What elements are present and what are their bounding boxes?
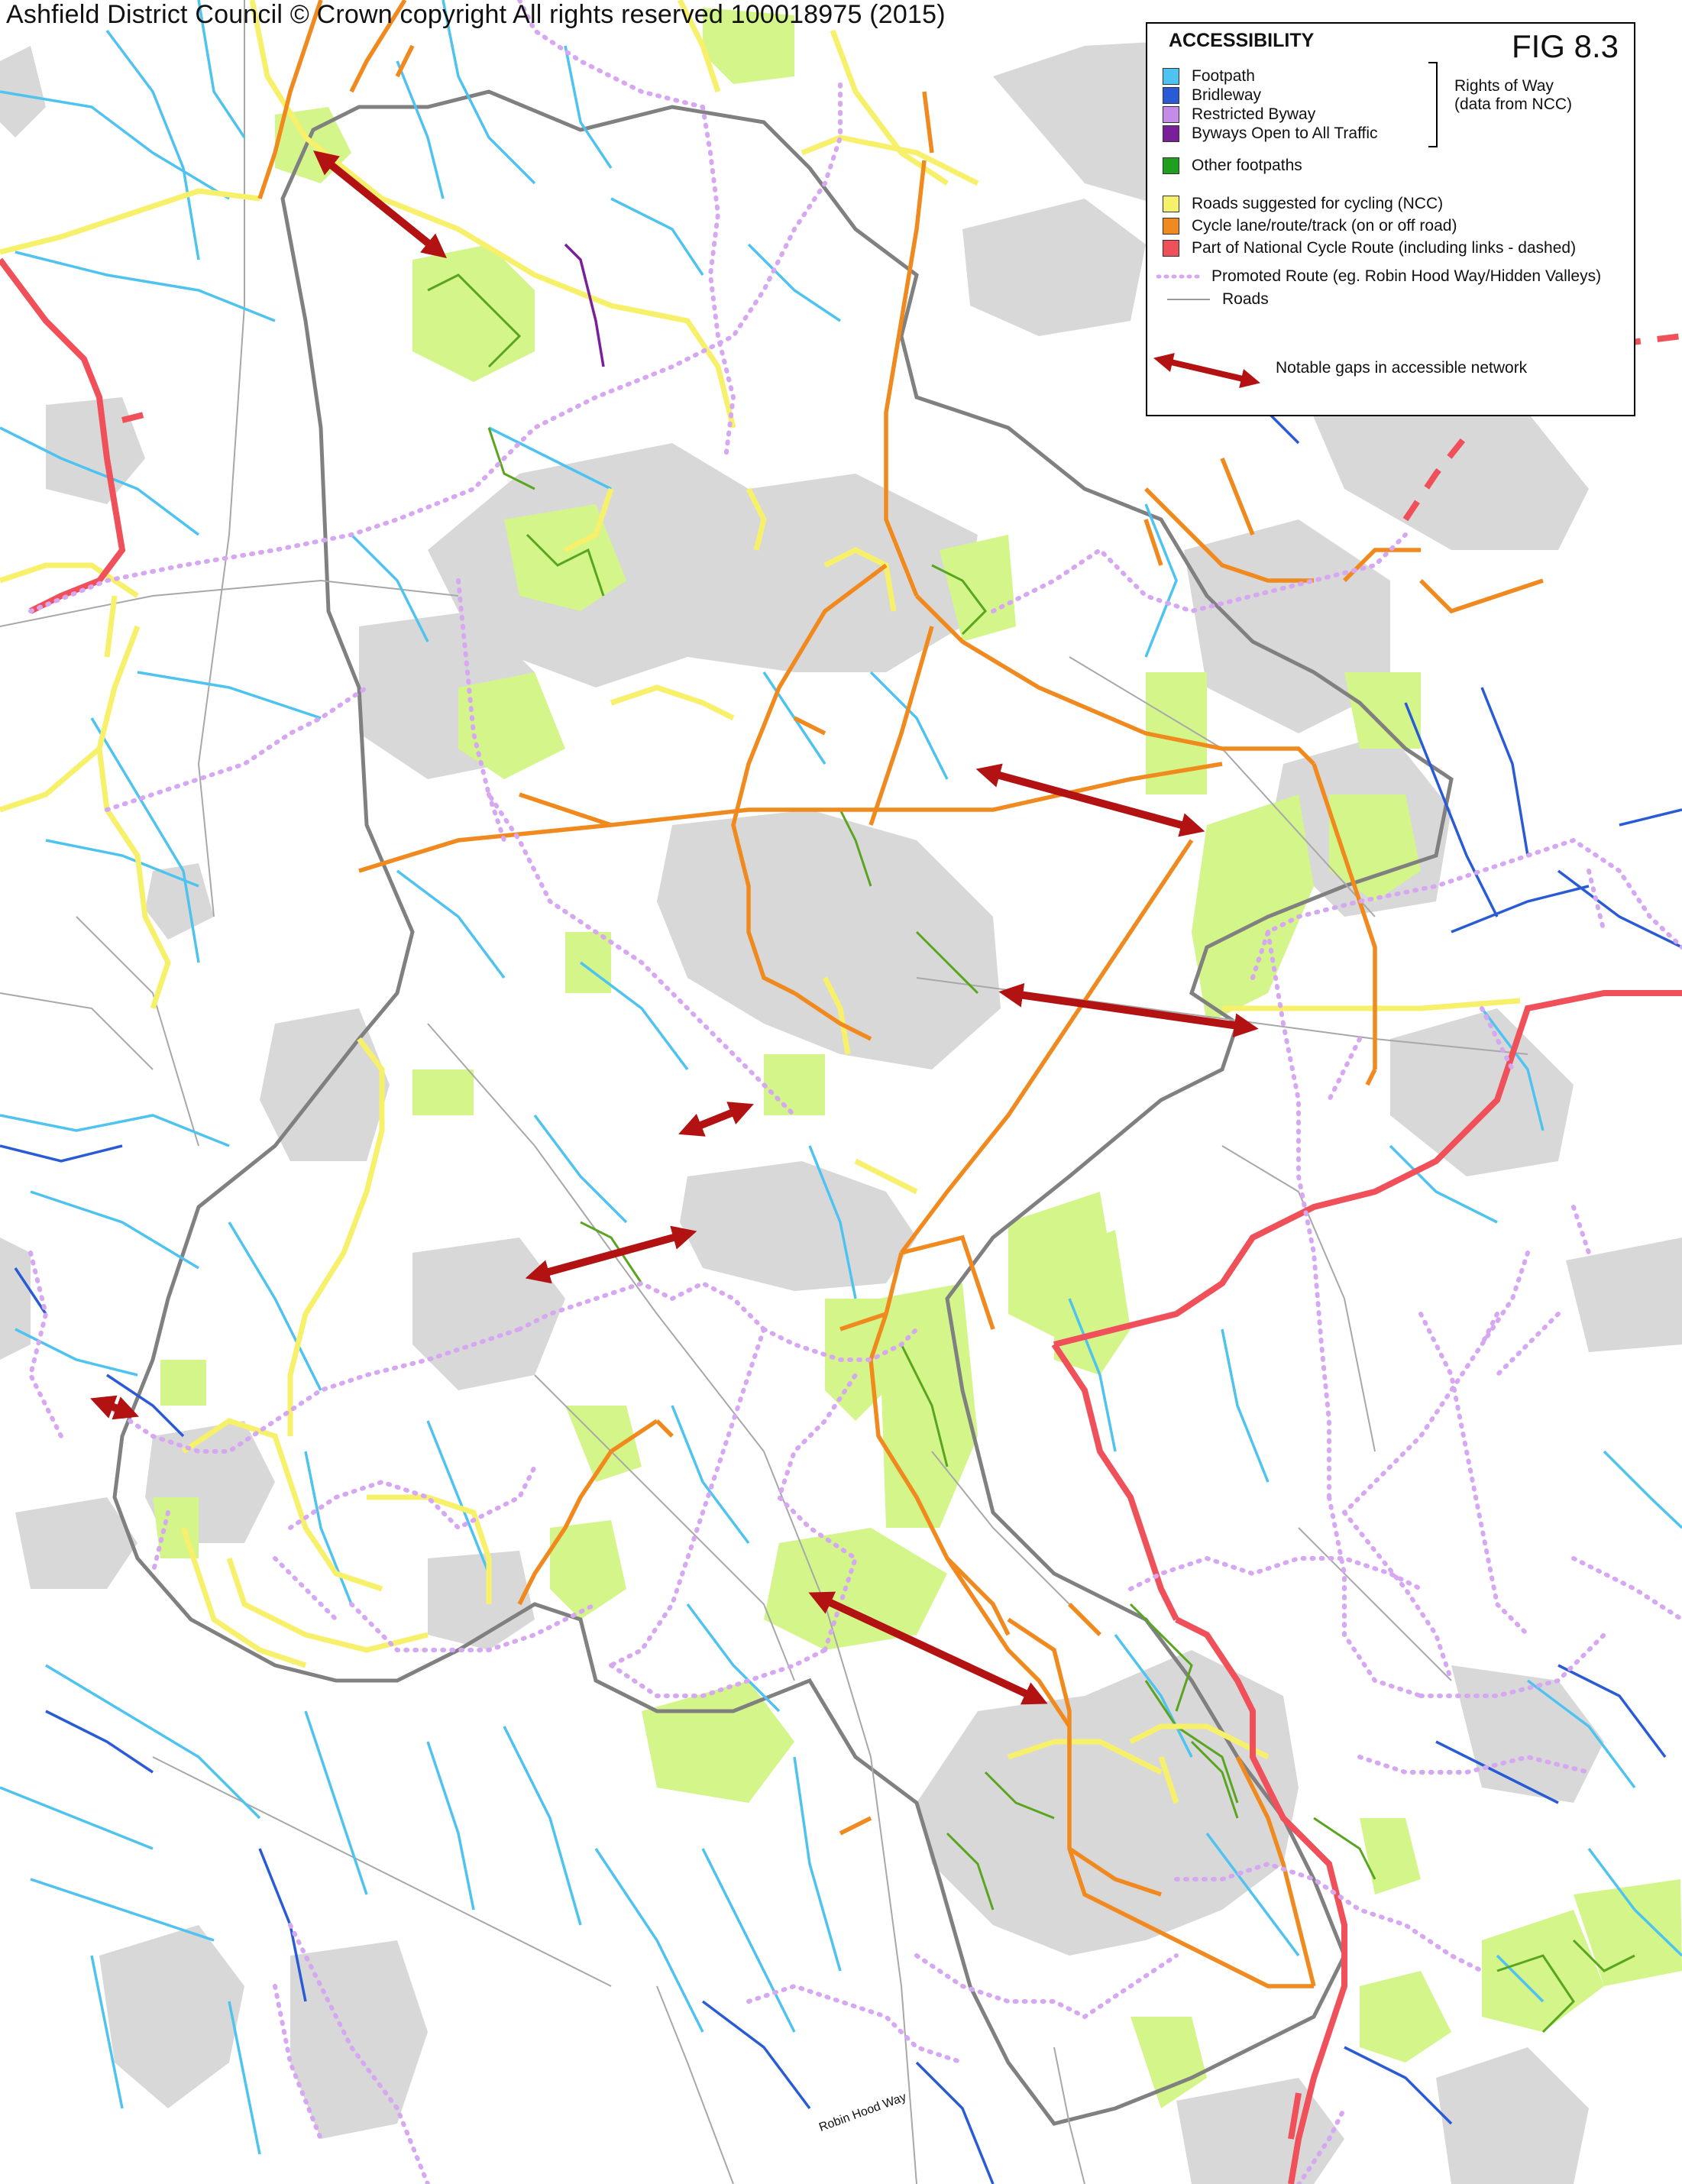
roads-swatch (1167, 299, 1210, 301)
national-cycle-swatch (1163, 240, 1179, 257)
national-cycle-route (0, 257, 1682, 2184)
legend-row-roads: Roads (1156, 290, 1269, 309)
cycle-lanes (257, 0, 1544, 1988)
promoted-routes (27, 0, 1682, 2184)
roads-cycling-swatch (1163, 196, 1179, 213)
map-legend: ACCESSIBILITY FIG 8.3 Footpath Bridleway… (1146, 22, 1635, 416)
gap-arrow-1 (313, 150, 447, 259)
gap-arrow-7 (808, 1591, 1048, 1705)
other-footpaths-swatch (1163, 157, 1179, 175)
promoted-route-swatch (1156, 274, 1203, 279)
bridleway-swatch (1163, 87, 1179, 105)
legend-row-gaps: Notable gaps in accessible network (1152, 345, 1527, 398)
legend-label: Roads (1222, 290, 1269, 308)
legend-row-national-cycle: Part of National Cycle Route (including … (1163, 238, 1576, 258)
legend-row-restricted-byway: Restricted Byway (1163, 105, 1315, 125)
legend-row-roads-cycling: Roads suggested for cycling (NCC) (1163, 194, 1443, 214)
rights-of-way-note: Rights of Way (data from NCC) (1454, 77, 1572, 114)
legend-label: Other footpaths (1192, 157, 1302, 174)
gap-arrow-3 (998, 982, 1259, 1038)
legend-label: Cycle lane/route/track (on or off road) (1192, 217, 1457, 235)
legend-label: Notable gaps in accessible network (1276, 358, 1528, 377)
legend-label: Byways Open to All Traffic (1192, 125, 1378, 142)
legend-row-boat: Byways Open to All Traffic (1163, 124, 1378, 144)
rights-note-line1: Rights of Way (1454, 77, 1554, 95)
legend-row-other-footpaths: Other footpaths (1163, 156, 1302, 176)
gap-arrow-5 (525, 1225, 697, 1284)
byway-open-to-all-traffic (564, 243, 605, 367)
gap-arrow-4 (678, 1102, 754, 1137)
gap-arrow-2 (975, 763, 1205, 837)
boat-swatch (1163, 125, 1179, 143)
notable-gaps (90, 150, 1259, 1705)
rights-of-way-brace (1428, 62, 1438, 147)
legend-label: Bridleway (1192, 86, 1262, 104)
copyright-notice: Ashfield District Council © Crown copyri… (6, 0, 946, 29)
cycle-lane-swatch (1163, 218, 1179, 235)
legend-row-bridleway: Bridleway (1163, 86, 1261, 105)
legend-label: Part of National Cycle Route (including … (1192, 239, 1577, 257)
legend-label: Restricted Byway (1192, 105, 1316, 123)
legend-title: ACCESSIBILITY (1169, 30, 1315, 51)
figure-number: FIG 8.3 (1511, 28, 1619, 64)
gap-arrow-swatch (1153, 353, 1260, 388)
restricted-byway-swatch (1163, 106, 1179, 124)
roads-suggested-cycling (0, 0, 1521, 1804)
legend-row-promoted-route: Promoted Route (eg. Robin Hood Way/Hidde… (1156, 267, 1601, 286)
gap-arrow-6 (90, 1395, 139, 1420)
legend-label: Roads suggested for cycling (NCC) (1192, 195, 1444, 212)
roads (0, 0, 1528, 2184)
legend-label: Promoted Route (eg. Robin Hood Way/Hidde… (1211, 267, 1602, 285)
footpath-swatch (1163, 68, 1179, 86)
rights-note-line2: (data from NCC) (1454, 95, 1573, 113)
legend-row-footpath: Footpath (1163, 66, 1255, 86)
legend-row-cycle-lane: Cycle lane/route/track (on or off road) (1163, 216, 1457, 236)
legend-label: Footpath (1192, 67, 1255, 85)
